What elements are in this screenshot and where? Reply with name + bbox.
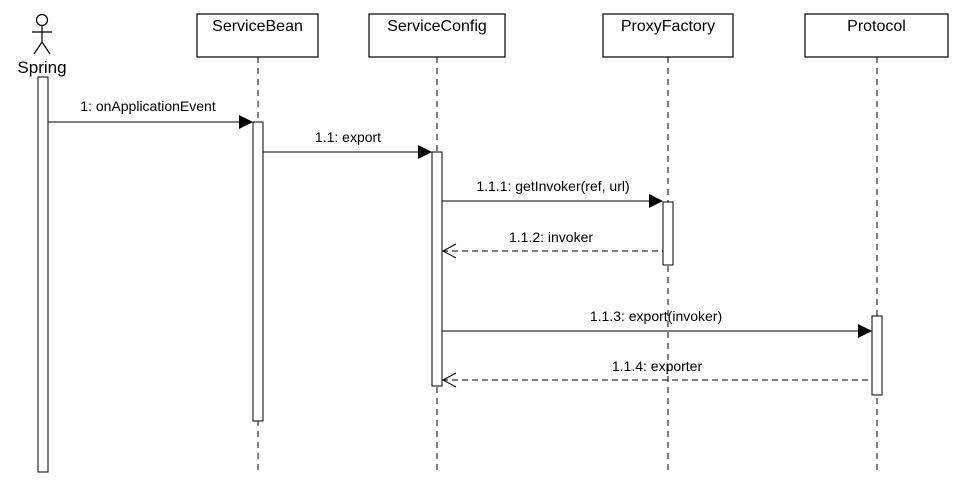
serviceconfig-activation (431, 151, 443, 387)
participant-servicebean[interactable]: ServiceBean (196, 13, 319, 58)
message-1[interactable]: 1: onApplicationEvent (48, 98, 253, 129)
message-1-1-1[interactable]: 1.1.1: getInvoker(ref, url) (442, 178, 663, 208)
protocol-activation (871, 315, 883, 396)
message-1-1-label: 1.1: export (315, 129, 381, 145)
participant-proxyfactory-title: ProxyFactory (621, 18, 715, 35)
participant-servicebean-title: ServiceBean (212, 18, 303, 35)
message-1-1-2[interactable]: 1.1.2: invoker (441, 229, 663, 259)
message-1-1[interactable]: 1.1: export (263, 129, 432, 159)
message-1-label: 1: onApplicationEvent (80, 98, 216, 114)
participant-protocol-title: Protocol (847, 18, 906, 35)
message-1-1-3-label: 1.1.3: export(invoker) (590, 308, 722, 324)
actor-spring-label: Spring (17, 58, 66, 77)
message-1-1-1-label: 1.1.1: getInvoker(ref, url) (476, 178, 629, 194)
participant-protocol[interactable]: Protocol (804, 13, 949, 58)
participant-serviceconfig-title: ServiceConfig (387, 18, 487, 35)
actor-spring[interactable] (32, 13, 52, 55)
participant-proxyfactory[interactable]: ProxyFactory (602, 13, 734, 58)
message-1-1-4-label: 1.1.4: exporter (612, 358, 703, 374)
message-1-1-4[interactable]: 1.1.4: exporter (441, 358, 872, 388)
proxyfactory-activation (662, 201, 674, 266)
spring-activation (37, 76, 49, 473)
servicebean-activation (252, 121, 264, 422)
message-1-1-2-label: 1.1.2: invoker (509, 229, 593, 245)
message-1-1-3[interactable]: 1.1.3: export(invoker) (442, 308, 872, 338)
actor-icon (35, 13, 49, 27)
participant-serviceconfig[interactable]: ServiceConfig (368, 13, 506, 58)
